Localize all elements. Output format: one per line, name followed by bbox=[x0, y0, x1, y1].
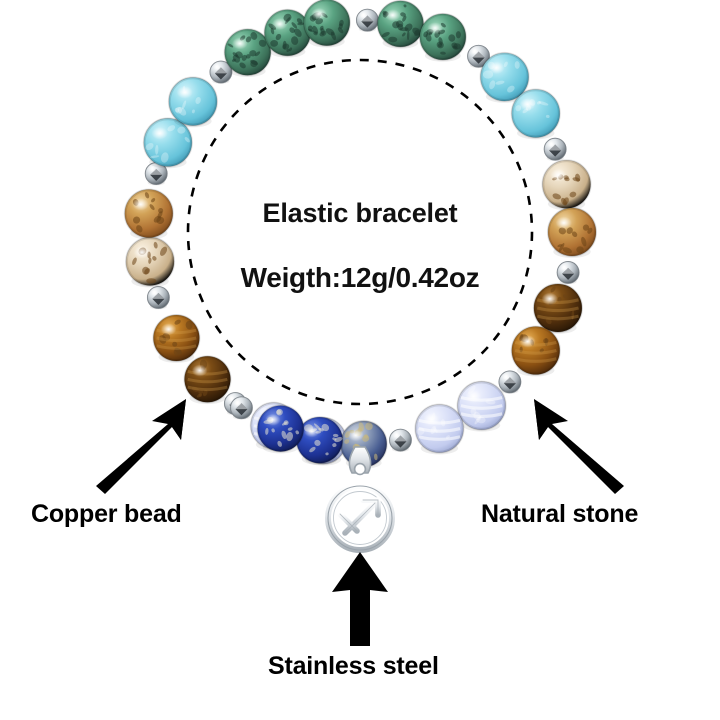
hematite-spacer bbox=[543, 137, 567, 162]
sagittarius-arrow-icon bbox=[337, 497, 381, 536]
tiger-eye-bead bbox=[510, 325, 561, 377]
bead-strand bbox=[123, 0, 598, 469]
charm-ring-hole bbox=[353, 462, 367, 476]
turquoise-bead bbox=[510, 88, 561, 140]
blue-lace-agate-bead bbox=[456, 380, 507, 432]
african-turquoise-bead bbox=[263, 8, 312, 58]
hematite-spacer bbox=[146, 286, 170, 310]
african-turquoise-bead bbox=[376, 0, 425, 49]
callout-label-stainless-steel: Stainless steel bbox=[268, 652, 439, 680]
blue-lace-agate-bead bbox=[414, 403, 465, 455]
sagittarius-arrow-outline bbox=[339, 499, 379, 534]
tiger-eye-bead bbox=[183, 355, 232, 405]
weight-text: Weigth:12g/0.42oz bbox=[240, 262, 480, 293]
tiger-eye-bead bbox=[532, 282, 583, 334]
callout-label-natural-stone: Natural stone bbox=[481, 500, 639, 528]
callout-arrow-stainless-steel bbox=[332, 552, 388, 646]
lapis-lazuli-bead bbox=[256, 404, 305, 454]
callout-arrow-copper-bead bbox=[96, 399, 186, 494]
hematite-spacer bbox=[209, 60, 233, 84]
african-turquoise-bead bbox=[418, 12, 467, 62]
crazy-lace-agate-bead bbox=[123, 188, 174, 240]
zodiac-charm bbox=[325, 446, 395, 553]
charm-inner-edge bbox=[333, 491, 387, 545]
african-turquoise-bead bbox=[223, 28, 272, 78]
hematite-spacer bbox=[467, 44, 491, 69]
callout-label-copper-bead: Copper bead bbox=[31, 500, 182, 528]
turquoise-bead bbox=[479, 51, 530, 103]
crazy-lace-agate-bead bbox=[546, 206, 598, 258]
african-turquoise-bead bbox=[302, 0, 351, 48]
turquoise-bead bbox=[142, 117, 193, 169]
hematite-spacer bbox=[388, 428, 412, 452]
callout-arrow-natural-stone bbox=[534, 399, 624, 494]
tiger-eye-bead bbox=[152, 313, 201, 363]
charm-outer-ring-edge bbox=[327, 485, 393, 551]
turquoise-bead bbox=[167, 76, 219, 128]
dashed-guide-circle bbox=[186, 58, 534, 406]
hematite-spacer bbox=[229, 396, 253, 420]
hematite-spacer bbox=[355, 8, 379, 33]
hematite-spacer bbox=[498, 370, 522, 394]
crazy-lace-agate-bead bbox=[124, 236, 176, 288]
hematite-spacer bbox=[556, 260, 580, 285]
crazy-lace-agate-bead bbox=[541, 159, 592, 211]
page-title: Elastic bracelet bbox=[262, 198, 458, 228]
